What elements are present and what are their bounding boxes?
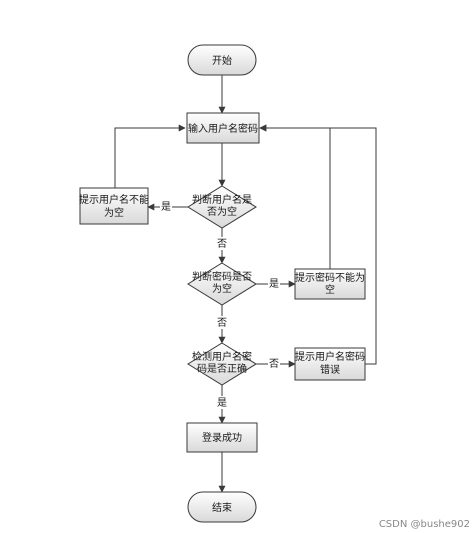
label-correct-yes: 是 <box>217 397 227 409</box>
node-msg-pwd-empty-label-2: 空 <box>325 283 335 296</box>
node-msg-wrong-label-1: 提示用户名密码 <box>295 350 365 363</box>
label-pwd-no: 否 <box>217 317 227 329</box>
node-check-pwd <box>187 262 257 306</box>
node-check-correct-label-1: 检测用户名密 <box>192 350 252 363</box>
label-correct-no: 否 <box>269 358 279 370</box>
node-start <box>187 44 257 76</box>
node-check-correct <box>187 342 257 386</box>
node-check-pwd-label-1: 判断密码是否 <box>192 270 252 283</box>
edge-msg-wrong-back-to-input <box>259 124 377 365</box>
label-user-no: 否 <box>217 238 227 250</box>
node-msg-user-empty <box>79 187 149 225</box>
node-input <box>186 112 260 144</box>
node-check-user-label-1: 判断用户名是 <box>192 193 252 206</box>
node-start-label: 开始 <box>212 54 232 67</box>
node-msg-pwd-empty <box>294 268 366 300</box>
node-success <box>186 422 258 453</box>
node-msg-wrong-label-2: 错误 <box>320 363 340 376</box>
node-check-user-label-2: 否为空 <box>207 205 237 218</box>
node-end <box>187 491 257 523</box>
label-pwd-yes: 是 <box>269 278 279 290</box>
node-msg-user-empty-label-2: 为空 <box>104 206 124 219</box>
node-msg-pwd-empty-label-1: 提示密码不能为 <box>295 271 365 284</box>
node-check-correct-label-2: 码是否正确 <box>197 362 247 375</box>
node-check-pwd-label-2: 为空 <box>212 282 232 295</box>
watermark: CSDN @bushe902 <box>379 519 470 530</box>
node-msg-user-empty-label-1: 提示用户名不能 <box>79 193 149 206</box>
label-user-yes: 是 <box>161 201 171 213</box>
node-msg-wrong <box>294 347 366 381</box>
node-success-label: 登录成功 <box>202 431 242 444</box>
node-end-label: 结束 <box>212 501 232 514</box>
edge-msg-user-back-to-input <box>114 124 186 188</box>
edge-msg-pwd-back-to-input <box>259 124 331 269</box>
node-input-label: 输入用户名密码 <box>188 122 258 135</box>
node-check-user <box>187 185 257 229</box>
